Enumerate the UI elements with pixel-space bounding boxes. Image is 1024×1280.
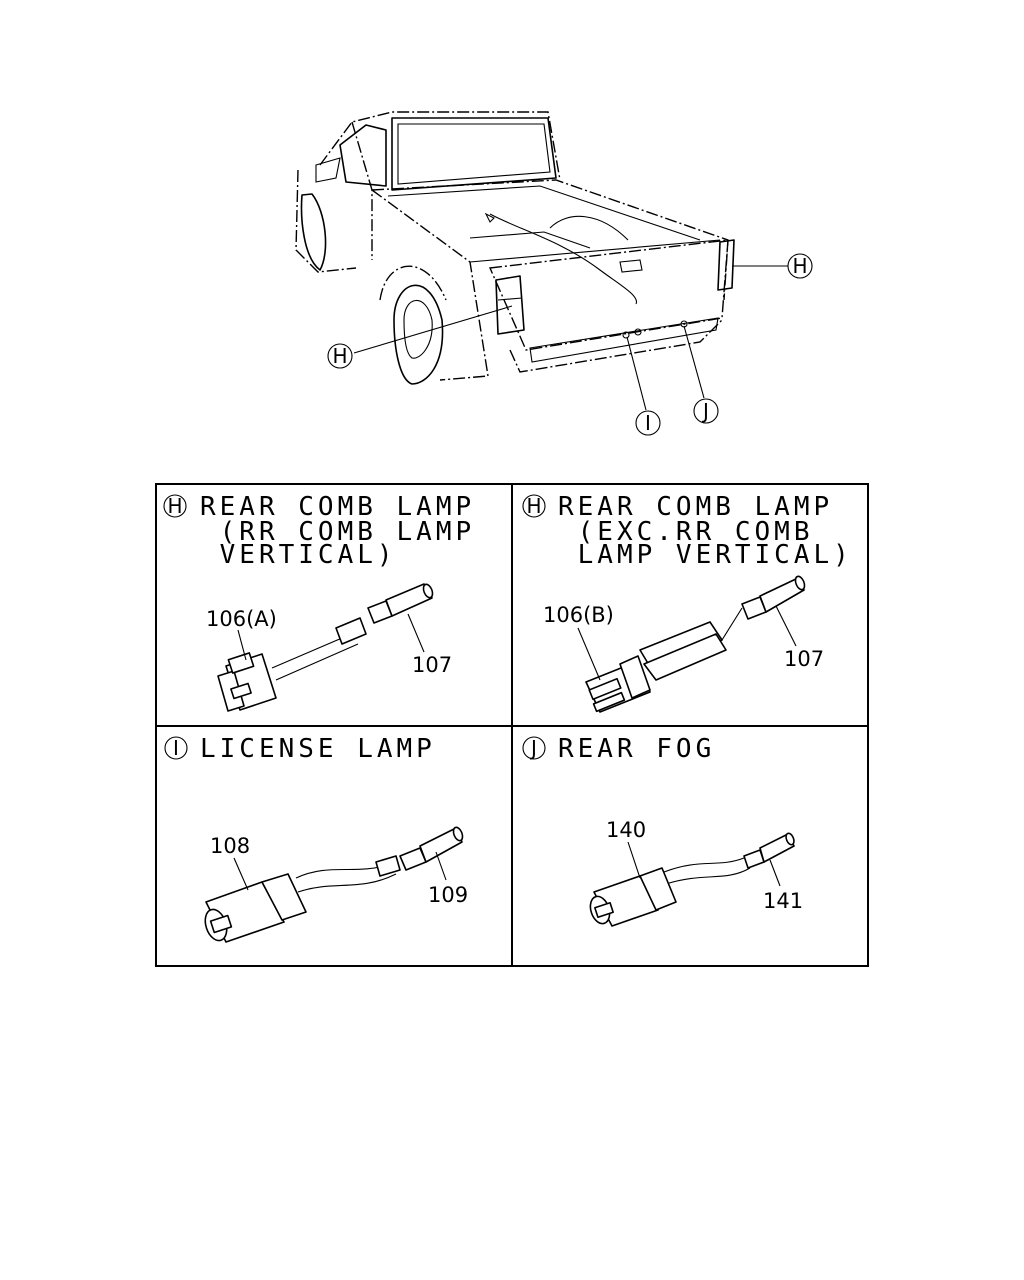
ref-label: 141 xyxy=(763,889,803,913)
callout-h-right: H xyxy=(787,253,813,279)
terminal-107 xyxy=(367,583,434,624)
svg-text:J: J xyxy=(529,736,537,760)
svg-text:H: H xyxy=(792,254,807,278)
connector-106a xyxy=(217,617,367,712)
panel-license-lamp: I LICENSE LAMP 108 109 xyxy=(164,734,468,943)
connector-106b xyxy=(585,621,727,713)
ref-label: 107 xyxy=(412,653,452,677)
ref-label: 140 xyxy=(606,818,646,842)
svg-text:J: J xyxy=(701,399,709,423)
panel-title: LAMP VERTICAL) xyxy=(558,540,853,570)
connector-108 xyxy=(204,855,401,943)
terminal-109 xyxy=(399,826,464,871)
callout-h-left: H xyxy=(327,343,353,369)
panel-rear-comb-lamp-vertical: H REAR COMB LAMP (RR COMB LAMP VERTICAL)… xyxy=(163,492,475,712)
panel-title: REAR FOG xyxy=(558,734,715,764)
panel-title: VERTICAL) xyxy=(200,540,397,570)
panel-title: (RR COMB LAMP xyxy=(200,517,475,547)
svg-text:I: I xyxy=(173,736,179,760)
ref-label: 106(B) xyxy=(543,603,614,627)
terminal-141 xyxy=(743,832,795,869)
svg-text:H: H xyxy=(526,494,541,518)
callout-j: J xyxy=(693,398,719,424)
panel-title: LICENSE LAMP xyxy=(200,734,436,764)
panel-title: REAR COMB LAMP xyxy=(200,492,475,522)
svg-text:H: H xyxy=(332,344,347,368)
svg-text:H: H xyxy=(167,494,182,518)
panel-rear-comb-lamp-exc-vertical: H REAR COMB LAMP (EXC.RR COMB LAMP VERTI… xyxy=(522,492,853,713)
ref-label: 108 xyxy=(210,834,250,858)
panel-title: (EXC.RR COMB xyxy=(558,517,814,547)
truck-illustration xyxy=(295,111,788,411)
panel-grid xyxy=(155,483,869,967)
connector-140 xyxy=(589,857,751,927)
callout-i: I xyxy=(635,410,661,436)
ref-label: 106(A) xyxy=(206,607,277,631)
panel-title: REAR COMB LAMP xyxy=(558,492,833,522)
terminal-107 xyxy=(721,575,806,641)
ref-label: 107 xyxy=(784,647,824,671)
ref-label: 109 xyxy=(428,883,468,907)
svg-text:I: I xyxy=(645,411,651,435)
panel-rear-fog: J REAR FOG 140 141 xyxy=(522,734,803,927)
